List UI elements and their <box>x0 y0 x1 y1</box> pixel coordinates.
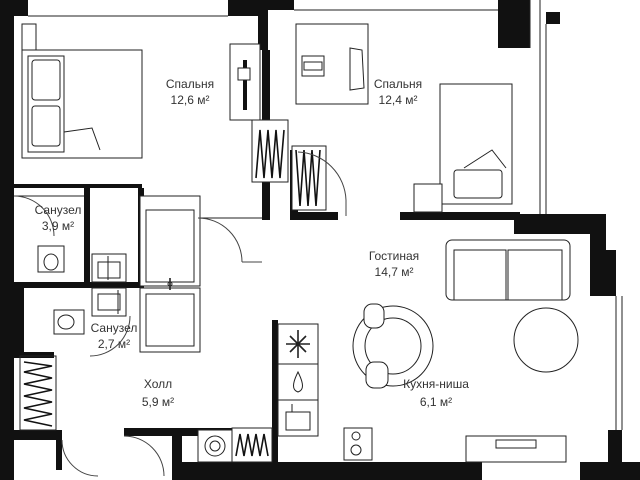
double-bed-icon <box>21 49 143 159</box>
kitchen-sink-icon <box>277 399 319 437</box>
room-area: 12,6 м² <box>171 93 210 107</box>
toilet-icon <box>37 245 85 335</box>
room-name: Гостиная <box>369 249 419 263</box>
radiator-icon <box>21 23 37 51</box>
single-bed-icon <box>439 83 513 205</box>
room-area: 14,7 м² <box>375 265 414 279</box>
outline-lines <box>14 0 623 430</box>
room-area: 2,7 м² <box>98 337 130 351</box>
room-name: Холл <box>144 377 172 391</box>
room-label-bath-2: Санузел 2,7 м² <box>91 321 138 351</box>
room-area: 6,1 м² <box>420 395 452 409</box>
tv-stand-icon <box>465 435 567 463</box>
room-label-kitchen: Кухня-ниша 6,1 м² <box>403 377 469 409</box>
room-label-hall: Холл 5,9 м² <box>142 377 174 409</box>
room-name: Санузел <box>91 321 138 335</box>
room-area: 12,4 м² <box>379 93 418 107</box>
dining-table-icon <box>352 303 434 389</box>
nightstand-icon <box>413 183 443 213</box>
doors <box>13 151 347 477</box>
washing-machine-icon <box>197 429 233 463</box>
room-area: 3,9 м² <box>42 219 74 233</box>
kitchen-counter-icon <box>277 363 319 401</box>
chair-icon <box>349 47 365 91</box>
stove-icon <box>277 323 319 365</box>
room-name: Санузел <box>35 203 82 217</box>
radiator-icon <box>231 427 273 463</box>
shower-icon <box>139 195 201 353</box>
round-table-icon <box>513 307 579 373</box>
sink-icon <box>91 253 127 317</box>
room-name: Спальня <box>166 77 214 91</box>
desk-icon <box>229 43 261 121</box>
sofa-icon <box>445 239 571 301</box>
room-label-bath-1: Санузел 3,9 м² <box>35 203 82 233</box>
room-label-bedroom-left: Спальня 12,6 м² <box>166 77 214 107</box>
wardrobe-icon <box>251 119 327 211</box>
room-name: Спальня <box>374 77 422 91</box>
radiator-icon <box>19 355 57 431</box>
room-name: Кухня-ниша <box>403 377 469 391</box>
room-label-bedroom-right: Спальня 12,4 м² <box>374 77 422 107</box>
room-area: 5,9 м² <box>142 395 174 409</box>
room-label-living: Гостиная 14,7 м² <box>369 249 419 279</box>
oven-icon <box>343 427 373 461</box>
